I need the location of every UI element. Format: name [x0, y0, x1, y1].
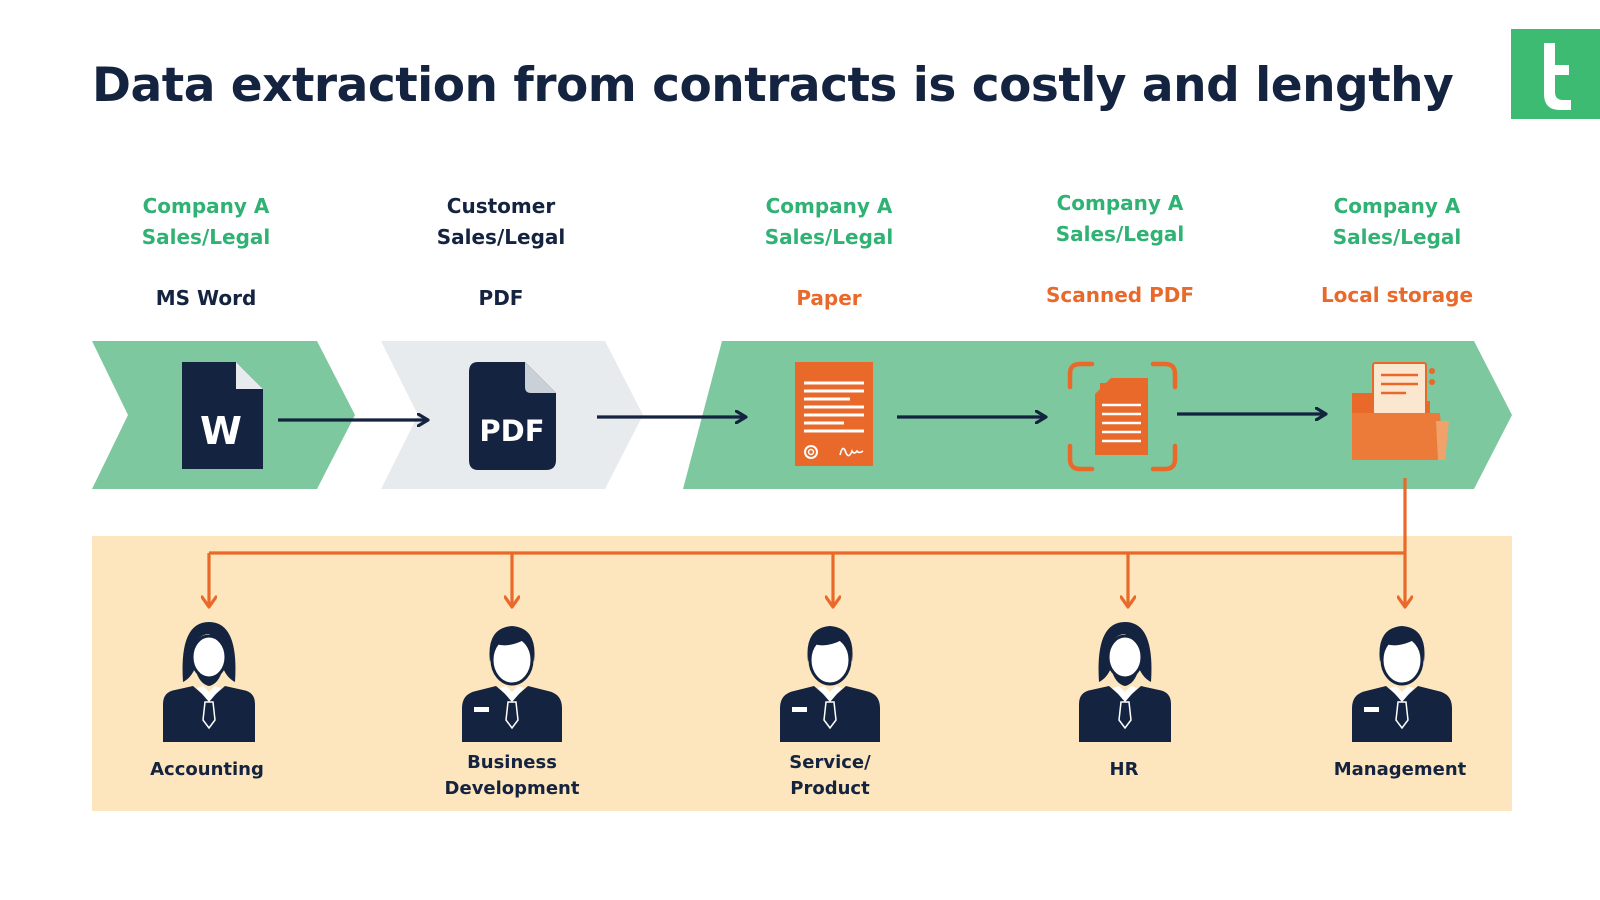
- logo-t-icon: [1544, 43, 1571, 110]
- stage-header-3: Company A Sales/Legal Paper: [709, 191, 949, 314]
- word-document-icon: W: [182, 362, 263, 469]
- pdf-document-icon: PDF: [469, 362, 556, 470]
- scanned-document-icon: [1067, 361, 1178, 472]
- distribution-lines: [209, 478, 1405, 606]
- folder-storage-icon: [1352, 362, 1449, 460]
- stage-medium: Paper: [796, 286, 862, 310]
- stage-owner-line2: Sales/Legal: [764, 225, 894, 249]
- stage-medium: PDF: [478, 286, 524, 310]
- stage-medium: Local storage: [1320, 283, 1474, 307]
- man-employee-icon: [1352, 626, 1452, 742]
- woman-employee-icon: [1079, 622, 1171, 742]
- department-label-line2: Development: [444, 778, 580, 799]
- stage-owner-line1: Company A: [1056, 191, 1184, 215]
- man-employee-icon: [462, 626, 562, 742]
- stage-owner-line1: Customer: [446, 194, 556, 218]
- department-service-product: Service/ Product: [720, 750, 940, 802]
- page-title: Data extraction from contracts is costly…: [92, 58, 1454, 113]
- department-accounting: Accounting: [97, 757, 317, 783]
- stage-owner-line1: Company A: [142, 194, 270, 218]
- stage-owner-line2: Sales/Legal: [1332, 225, 1462, 249]
- pdf-icon-label: PDF: [479, 414, 544, 448]
- department-label-line2: Product: [790, 778, 870, 799]
- stage-owner-line2: Sales/Legal: [141, 225, 271, 249]
- man-employee-icon: [780, 626, 880, 742]
- department-label-line1: Management: [1333, 759, 1467, 780]
- stage-header-5: Company A Sales/Legal Local storage: [1277, 191, 1517, 311]
- stage-owner-line1: Company A: [765, 194, 893, 218]
- department-management: Management: [1290, 757, 1510, 783]
- stage-header-1: Company A Sales/Legal MS Word: [86, 191, 326, 314]
- stage-owner-line1: Company A: [1333, 194, 1461, 218]
- word-icon-letter: W: [200, 409, 242, 453]
- departments-panel: [92, 536, 1512, 811]
- department-label-line1: HR: [1109, 759, 1139, 780]
- scanned-page: [1095, 378, 1148, 455]
- company-logo: [1511, 29, 1600, 119]
- department-label-line1: Business: [467, 752, 557, 773]
- department-business-development: Business Development: [402, 750, 622, 802]
- department-hr: HR: [1014, 757, 1234, 783]
- paper-contract-icon: [795, 362, 873, 466]
- stage-header-4: Company A Sales/Legal Scanned PDF: [1000, 188, 1240, 311]
- woman-employee-icon: [163, 622, 255, 742]
- stage-medium: MS Word: [155, 286, 257, 310]
- department-label-line1: Service/: [789, 752, 871, 773]
- stage-medium: Scanned PDF: [1046, 283, 1194, 307]
- department-label-line1: Accounting: [150, 759, 264, 780]
- stage-header-2: Customer Sales/Legal PDF: [381, 191, 621, 314]
- stage-owner-line2: Sales/Legal: [1055, 222, 1185, 246]
- stage-owner-line2: Sales/Legal: [436, 225, 566, 249]
